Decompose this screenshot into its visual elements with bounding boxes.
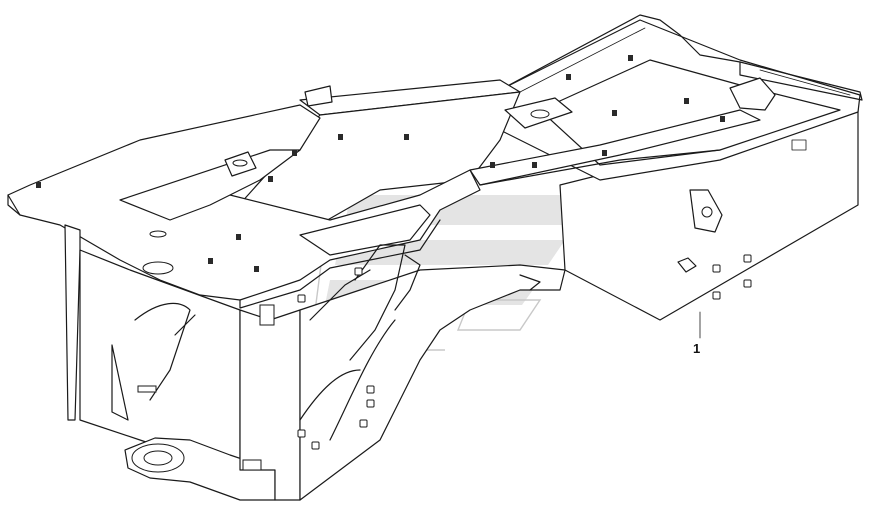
front-frame [7, 104, 481, 501]
front-frame-top-plate [7, 104, 481, 301]
rail-mount-block [304, 85, 333, 107]
center-bolt-pattern [297, 267, 375, 450]
side-bolt-pattern [712, 254, 752, 300]
center-lower-housing [299, 264, 566, 501]
callout-1: 1 [693, 311, 701, 356]
front-left-cheek-plate [64, 224, 81, 421]
rear-mount-bracket [729, 77, 776, 111]
callout-label: 1 [693, 341, 700, 356]
center-body [297, 244, 566, 501]
top-bolt-heads [36, 55, 725, 272]
front-pivot-hole [142, 261, 174, 275]
longitudinal-rails [229, 79, 761, 231]
